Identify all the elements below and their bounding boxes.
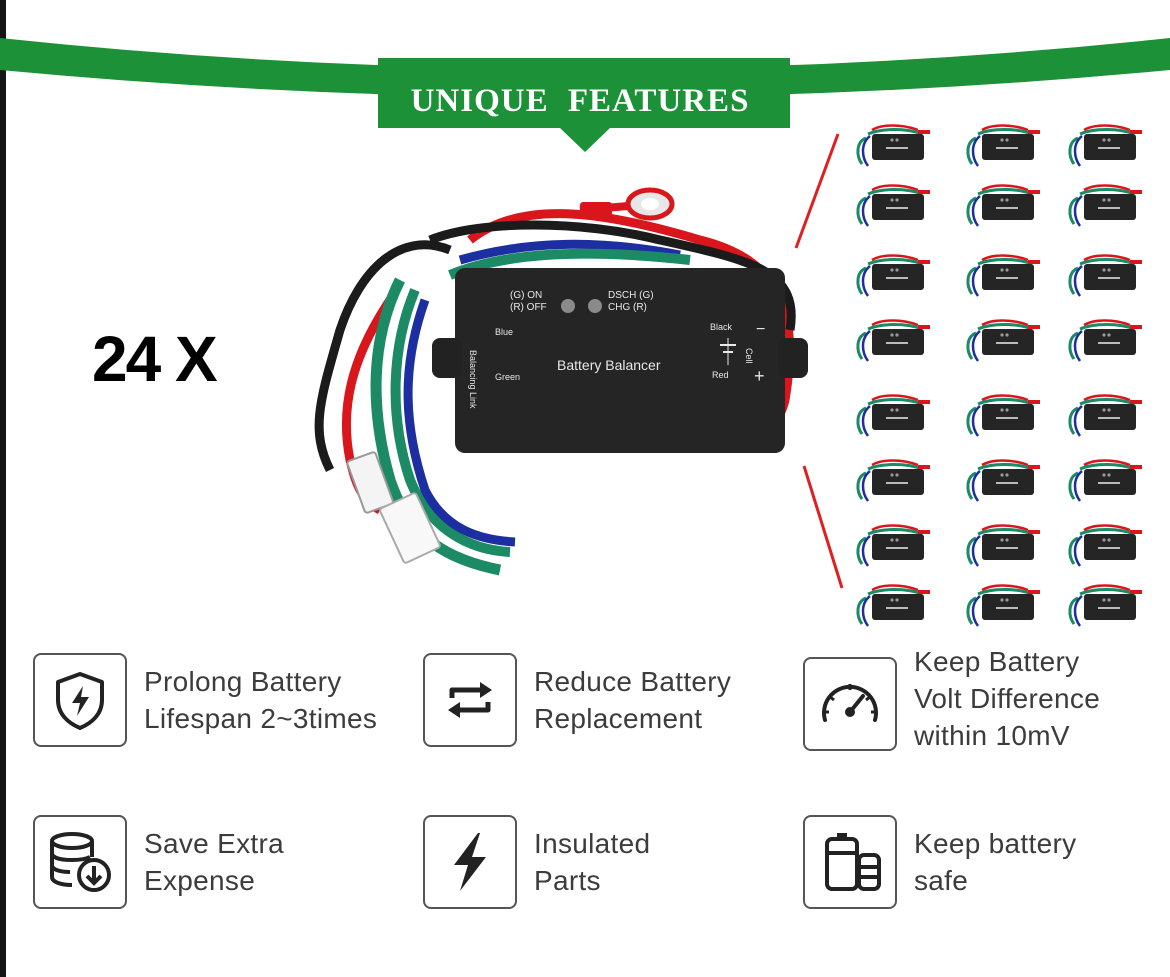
balancer-unit-thumbnail bbox=[962, 455, 1042, 505]
balancer-unit-thumbnail bbox=[962, 580, 1042, 630]
balancer-unit-thumbnail bbox=[852, 580, 932, 630]
balancer-unit-thumbnail bbox=[1064, 520, 1144, 570]
minus-sign: − bbox=[756, 321, 765, 338]
led-left-label-2: (R) OFF bbox=[510, 302, 547, 313]
gauge-icon bbox=[803, 656, 897, 751]
balancer-unit-thumbnail bbox=[962, 315, 1042, 365]
spade-connector bbox=[580, 202, 612, 216]
banner-title: UNIQUE FEATURES bbox=[410, 82, 750, 119]
balancer-unit-thumbnail bbox=[1064, 580, 1144, 630]
balancer-unit-thumbnail bbox=[1064, 250, 1144, 300]
feature-6-line-1: Keep battery bbox=[914, 828, 1077, 859]
wire-blue-top bbox=[458, 239, 681, 265]
balancing-link-label: Balancing Link bbox=[468, 350, 478, 409]
white-plug bbox=[346, 451, 394, 514]
shield-bolt-icon bbox=[33, 653, 127, 747]
balancer-unit-thumbnail bbox=[962, 390, 1042, 440]
balancer-unit-thumbnail bbox=[1064, 120, 1144, 170]
balancer-unit-thumbnail bbox=[852, 455, 932, 505]
feature-5-line-1: Insulated bbox=[534, 828, 651, 859]
banner-arc-band bbox=[0, 38, 1170, 98]
banner-title-plate bbox=[378, 58, 790, 152]
feature-3-line-1: Keep Battery bbox=[914, 646, 1080, 677]
wire-blue-left bbox=[403, 298, 516, 547]
database-download-icon bbox=[33, 815, 127, 909]
balancer-unit-thumbnail bbox=[852, 520, 932, 570]
quantity-label: 24 X bbox=[92, 323, 218, 395]
led-left-label-1: (G) ON bbox=[510, 290, 542, 301]
balancer-unit-thumbnail bbox=[1064, 315, 1144, 365]
feature-3-line-2: Volt Difference bbox=[914, 683, 1101, 714]
wire-green-top bbox=[448, 248, 691, 280]
feature-2-line-1: Reduce Battery bbox=[534, 666, 732, 697]
balancer-unit-thumbnail bbox=[962, 120, 1042, 170]
pointer-lines bbox=[794, 133, 844, 589]
feature-2-line-2: Replacement bbox=[534, 703, 703, 734]
wire-black bbox=[314, 240, 452, 473]
cell-label: Cell bbox=[744, 348, 754, 364]
led-right bbox=[588, 299, 602, 313]
left-frame-edge bbox=[0, 0, 6, 977]
feature-4: Save Extra Expense bbox=[33, 815, 284, 909]
feature-2: Reduce Battery Replacement bbox=[423, 653, 731, 747]
balancer-unit-thumbnail bbox=[1064, 455, 1144, 505]
balancer-unit-thumbnail bbox=[852, 250, 932, 300]
balancer-unit-thumbnail bbox=[1064, 390, 1144, 440]
feature-4-line-1: Save Extra bbox=[144, 828, 284, 859]
balancer-unit-thumbnail bbox=[852, 180, 932, 230]
banner bbox=[0, 38, 1170, 152]
swap-arrows-icon bbox=[423, 653, 517, 747]
device-name-label: Battery Balancer bbox=[557, 357, 661, 373]
wire-green-left bbox=[370, 277, 502, 576]
feature-3-line-3: within 10mV bbox=[914, 720, 1070, 751]
feature-6-line-2: safe bbox=[914, 865, 969, 896]
feature-5: Insulated Parts bbox=[423, 815, 650, 909]
feature-3: Keep Battery Volt Difference within 10mV bbox=[803, 646, 1101, 754]
lightning-icon bbox=[423, 815, 517, 909]
balancer-unit-thumbnail bbox=[962, 180, 1042, 230]
terminal-red-label: Red bbox=[712, 370, 729, 380]
balancer-unit-thumbnail bbox=[962, 250, 1042, 300]
balancer-unit-thumbnail bbox=[962, 520, 1042, 570]
battery-balancer-image: (G) ON (R) OFF DSCH (G) CHG (R) Balancin… bbox=[314, 187, 808, 576]
feature-4-line-2: Expense bbox=[144, 865, 256, 896]
feature-1: Prolong Battery Lifespan 2~3times bbox=[33, 653, 377, 747]
feature-1-line-1: Prolong Battery bbox=[144, 666, 342, 697]
balancer-unit-thumbnail bbox=[1064, 180, 1144, 230]
balancer-unit-thumbnail bbox=[852, 390, 932, 440]
led-left bbox=[561, 299, 575, 313]
balancer-unit-thumbnail bbox=[852, 120, 932, 170]
feature-6: Keep battery safe bbox=[803, 815, 1076, 909]
battery-cells-icon bbox=[803, 815, 897, 909]
wire-green-left-2 bbox=[390, 288, 511, 557]
balancer-unit-thumbnail bbox=[852, 315, 932, 365]
terminal-black-label: Black bbox=[710, 322, 733, 332]
feature-5-line-2: Parts bbox=[534, 865, 601, 896]
led-right-label-2: CHG (R) bbox=[608, 302, 647, 313]
wire-green-label: Green bbox=[495, 372, 520, 382]
led-right-label-1: DSCH (G) bbox=[608, 290, 654, 301]
device-body bbox=[455, 268, 785, 453]
wire-blue-label: Blue bbox=[495, 327, 513, 337]
plus-sign: + bbox=[754, 366, 765, 386]
unit-grid bbox=[852, 120, 1152, 635]
feature-1-line-2: Lifespan 2~3times bbox=[144, 703, 378, 734]
